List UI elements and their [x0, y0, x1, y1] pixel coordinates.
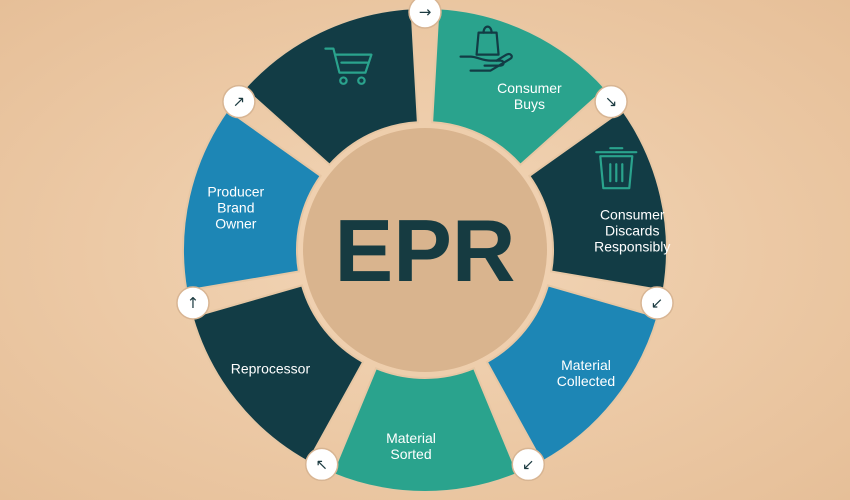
arrows-layer: → ↘ ↙ ↙ ↖ ↑ ↗	[176, 0, 674, 482]
shopping-cart-icon	[324, 47, 373, 85]
segment-label-line: Producer	[207, 183, 264, 199]
center-title: EPR	[335, 201, 516, 300]
segment-label-line: Sorted	[390, 446, 431, 462]
center-disc	[303, 128, 547, 372]
connector-circle	[176, 286, 210, 320]
connector-2: ↘	[594, 84, 628, 119]
arrow-down-left-icon: ↙	[651, 294, 664, 312]
segments-layer: RetailerConsumerBuysConsumerDiscardsResp…	[182, 7, 670, 493]
connector-circle	[594, 84, 628, 119]
segment-label-line: Material	[386, 430, 436, 446]
connector-5: ↖	[304, 447, 339, 482]
trash-bin-icon	[595, 147, 638, 190]
arrow-right-icon: →	[419, 3, 432, 21]
connector-6: ↑	[176, 286, 210, 320]
arrow-down-left-icon: ↙	[522, 455, 535, 473]
segment-label-line: Buys	[514, 96, 545, 112]
segment-label-reprocessor: Reprocessor	[231, 360, 311, 376]
connector-circle	[511, 447, 546, 482]
connector-circle	[640, 286, 674, 320]
segment-label-line: Consumer	[600, 207, 665, 223]
connector-3: ↙	[640, 286, 674, 320]
hand-holding-bag-icon	[459, 25, 513, 72]
segment-label-line: Discards	[605, 223, 659, 239]
connector-circle	[304, 447, 339, 482]
connector-7: ↗	[222, 84, 256, 119]
segment-label-line: Responsibly	[594, 239, 670, 255]
arrow-up-left-icon: ↖	[315, 455, 328, 473]
connector-4: ↙	[511, 447, 546, 482]
connector-circle	[222, 84, 256, 119]
segment-label-line: Brand	[217, 199, 254, 215]
connector-circle	[408, 0, 442, 29]
segment-label-line: Collected	[557, 373, 615, 389]
segment-label-line: Owner	[215, 215, 257, 231]
segment-label-line: Reprocessor	[231, 360, 311, 376]
arrow-down-right-icon: ↘	[605, 93, 618, 111]
segment-label-line: Consumer	[497, 80, 562, 96]
arrow-up-icon: ↑	[187, 294, 200, 312]
arrow-up-right-icon: ↗	[233, 93, 246, 111]
connector-1: →	[408, 0, 442, 29]
segment-label-line: Material	[561, 357, 611, 373]
